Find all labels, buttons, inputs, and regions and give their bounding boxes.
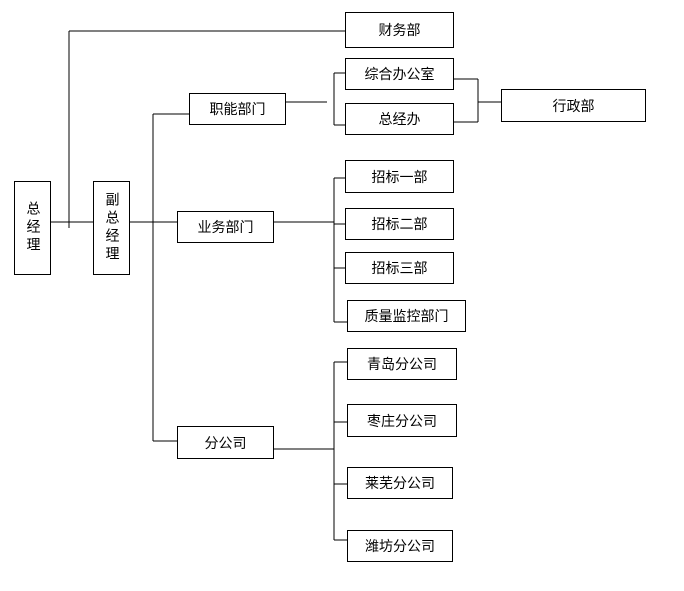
node-general-manager: 总经理 [14, 181, 51, 275]
node-business-depts: 业务部门 [177, 211, 274, 243]
node-label: 副总经理 [103, 192, 120, 264]
node-label: 分公司 [204, 435, 247, 452]
node-label: 青岛分公司 [367, 357, 437, 373]
node-label: 总经理 [24, 201, 41, 255]
node-label: 行政部 [552, 98, 595, 115]
node-label: 综合办公室 [364, 67, 435, 83]
node-laiwu-branch: 莱芜分公司 [347, 467, 453, 499]
node-admin-dept: 行政部 [501, 89, 646, 122]
node-label: 职能部门 [209, 102, 266, 118]
node-functional-depts: 职能部门 [189, 93, 286, 125]
node-bidding-dept-2: 招标二部 [345, 208, 454, 240]
node-label: 财务部 [378, 23, 421, 39]
node-label: 招标一部 [371, 169, 428, 186]
node-gm-office: 总经办 [345, 103, 454, 135]
node-general-office: 综合办公室 [345, 58, 454, 90]
node-bidding-dept-1: 招标一部 [345, 160, 454, 193]
node-quality-supervision-dept: 质量监控部门 [347, 300, 466, 332]
node-bidding-dept-3: 招标三部 [345, 252, 454, 284]
node-label: 招标三部 [371, 261, 428, 277]
node-zaozhuang-branch: 枣庄分公司 [347, 404, 457, 437]
node-label: 招标二部 [371, 217, 428, 233]
node-label: 枣庄分公司 [367, 413, 437, 430]
node-qingdao-branch: 青岛分公司 [347, 348, 457, 380]
node-branches: 分公司 [177, 426, 274, 459]
node-deputy-general-manager: 副总经理 [93, 181, 130, 275]
node-label: 总经办 [378, 112, 421, 128]
node-label: 莱芜分公司 [365, 476, 435, 492]
node-weifang-branch: 潍坊分公司 [347, 530, 453, 562]
node-label: 质量监控部门 [364, 309, 449, 325]
node-label: 业务部门 [197, 220, 254, 236]
node-label: 潍坊分公司 [365, 539, 435, 555]
node-finance-dept: 财务部 [345, 12, 454, 48]
